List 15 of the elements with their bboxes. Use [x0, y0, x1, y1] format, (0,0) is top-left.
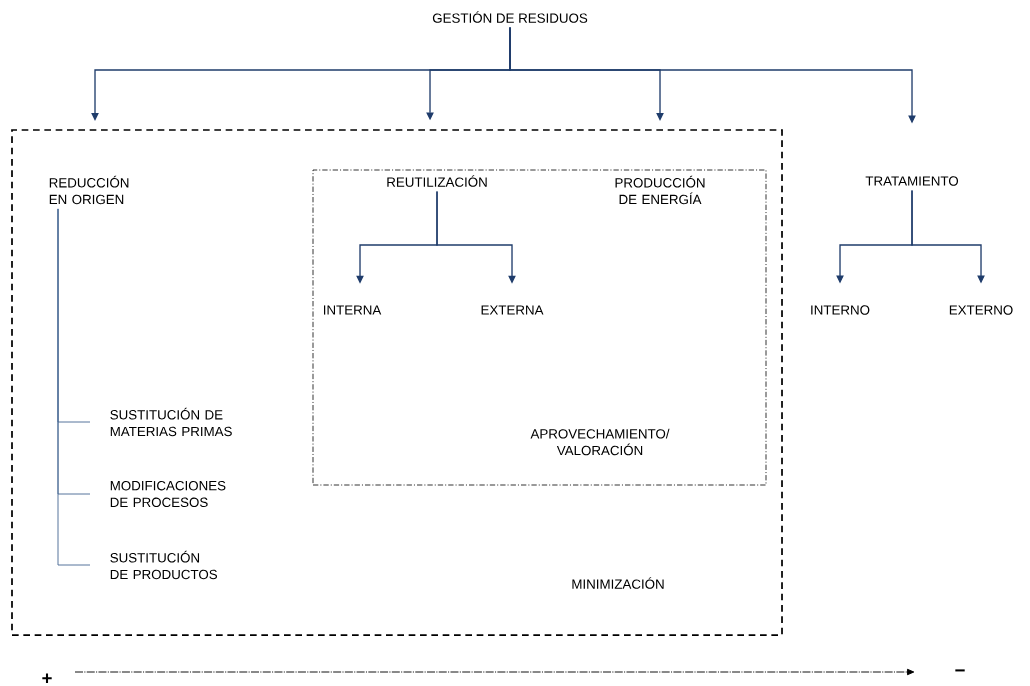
label-text: REUTILIZACIÓN [387, 175, 487, 187]
connector-line [57, 208, 91, 566]
label-text: REDUCCIÓN EN ORIGEN [49, 175, 129, 205]
label-text: GESTIÓN DE RESIDUOS [432, 11, 588, 23]
label-text: EXTERNA [481, 305, 544, 315]
scale-sign: − [955, 669, 965, 672]
label-text: PRODUCCIÓN DE ENERGÍA [615, 175, 705, 205]
label-text: EXTERNO [949, 305, 1013, 315]
label-text: SUSTITUCIÓN DE MATERIAS PRIMAS [110, 407, 232, 437]
label-text: INTERNO [811, 305, 870, 315]
label-text: MODIFICACIONES DE PROCESOS [110, 480, 226, 508]
label-text: TRATAMIENTO [865, 176, 959, 186]
label-text: INTERNA [324, 305, 382, 315]
scale-sign: + [42, 673, 52, 683]
label-text: SUSTITUCIÓN DE PRODUCTOS [110, 550, 217, 580]
